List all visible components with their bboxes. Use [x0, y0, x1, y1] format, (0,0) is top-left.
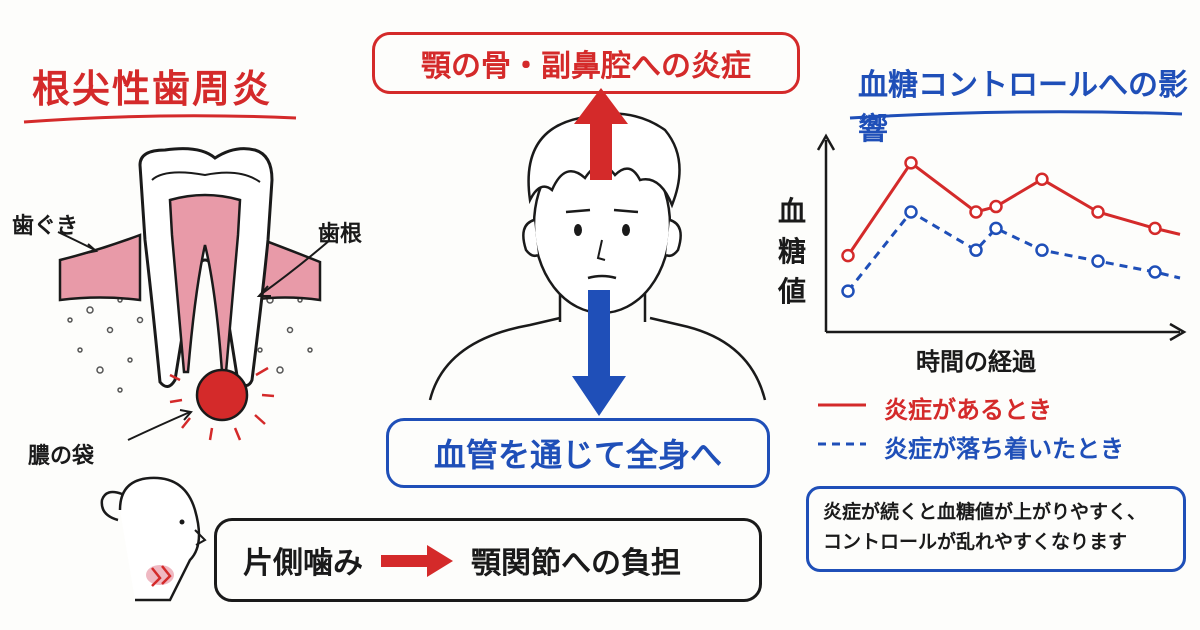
blue-down-arrow-shaft — [588, 290, 610, 380]
chart-note-line2: コントロールが乱れやすくなります — [823, 531, 1128, 553]
chart-title: 血糖コントロールへの影響 — [858, 68, 1188, 147]
red-up-arrow-head — [574, 88, 628, 124]
legend-inflamed: 炎症があるとき — [884, 396, 1052, 424]
series-1-point-5 — [1091, 254, 1105, 268]
series-1-point-0 — [841, 284, 855, 298]
chart-ylabel: 血糖値 — [777, 195, 806, 308]
tmj-label: 顎関節への負担 — [471, 546, 681, 581]
series-1-point-2 — [969, 243, 983, 257]
series-1-point-6 — [1148, 265, 1162, 279]
blue-down-arrow-head — [572, 376, 626, 416]
chart-note: 炎症が続くと血糖値が上がりやすく、 コントロールが乱れやすくなります — [806, 486, 1186, 572]
chewing-label: 片側噛み — [243, 546, 363, 581]
series-1-point-3 — [989, 221, 1003, 236]
jaw-sinus-box: 顎の骨・副鼻腔への炎症 — [372, 32, 800, 94]
series-0-point-5 — [1091, 205, 1105, 219]
series-0-point-2 — [969, 205, 983, 219]
legend-calm: 炎症が落ち着いたとき — [884, 435, 1124, 463]
series-line-0 — [846, 160, 1181, 257]
series-0-point-6 — [1148, 221, 1162, 236]
label-root: 歯根 — [318, 222, 363, 247]
series-0-point-0 — [841, 248, 855, 263]
series-1-point-4 — [1035, 243, 1049, 257]
bloodstream-box: 血管を通じて全身へ — [386, 418, 770, 488]
chart-note-line1: 炎症が続くと血糖値が上がりやすく、 — [823, 501, 1147, 523]
y-axis-arrow — [816, 133, 836, 151]
chewing-box: 片側噛み 顎関節への負担 — [214, 518, 762, 602]
series-line-1 — [846, 210, 1181, 293]
red-up-arrow-shaft — [590, 120, 612, 180]
label-gum: 歯ぐき — [12, 214, 79, 239]
chart-xlabel: 時間の経過 — [916, 348, 1036, 376]
series-1-point-1 — [904, 205, 918, 219]
red-right-arrow — [381, 545, 453, 577]
tooth-title: 根尖性歯周炎 — [32, 67, 273, 111]
label-pus: 膿の袋 — [28, 444, 95, 469]
series-0-point-4 — [1035, 172, 1049, 187]
series-0-point-1 — [904, 156, 918, 170]
x-axis-arrow — [1169, 322, 1187, 342]
series-0-point-3 — [989, 199, 1003, 214]
